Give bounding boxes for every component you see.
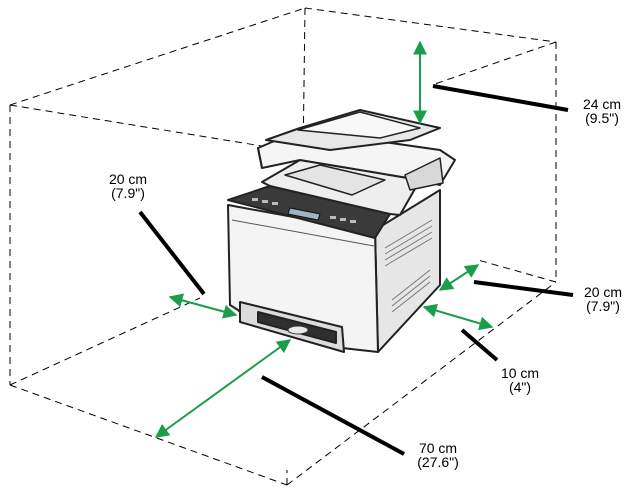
- front-clearance-label: 70 cm (27.6"): [403, 441, 473, 469]
- top-clearance-label: 24 cm (9.5"): [572, 97, 632, 125]
- clearance-box: [9, 7, 557, 486]
- right-clearance-arrow: [438, 264, 480, 291]
- top-leader-line: [432, 84, 569, 112]
- left-clearance-arrow: [168, 293, 238, 319]
- printer-illustration: [227, 109, 456, 353]
- front-clearance-arrow: [154, 339, 292, 438]
- dimension-arrows: [154, 40, 494, 438]
- right-clearance-label: 20 cm (7.9"): [573, 285, 633, 313]
- rear-leader-line: [460, 328, 499, 362]
- front-clearance-imperial: (27.6"): [417, 454, 459, 470]
- rear-clearance-metric: 10 cm: [500, 365, 540, 381]
- rear-clearance-arrow: [422, 303, 494, 331]
- left-leader-line: [138, 210, 206, 296]
- left-clearance-imperial: (7.9"): [111, 185, 145, 201]
- rear-clearance-label: 10 cm (4"): [490, 366, 550, 394]
- right-leader-line: [473, 280, 574, 297]
- right-clearance-imperial: (7.9"): [586, 298, 620, 314]
- top-clearance-metric: 24 cm: [582, 96, 622, 112]
- rear-clearance-imperial: (4"): [508, 379, 532, 395]
- left-clearance-label: 20 cm (7.9"): [98, 172, 158, 200]
- leader-lines: [138, 84, 574, 456]
- front-clearance-metric: 70 cm: [418, 440, 458, 456]
- right-clearance-metric: 20 cm: [583, 284, 623, 300]
- left-clearance-metric: 20 cm: [108, 171, 148, 187]
- front-leader-line: [261, 375, 405, 456]
- top-clearance-imperial: (9.5"): [585, 110, 619, 126]
